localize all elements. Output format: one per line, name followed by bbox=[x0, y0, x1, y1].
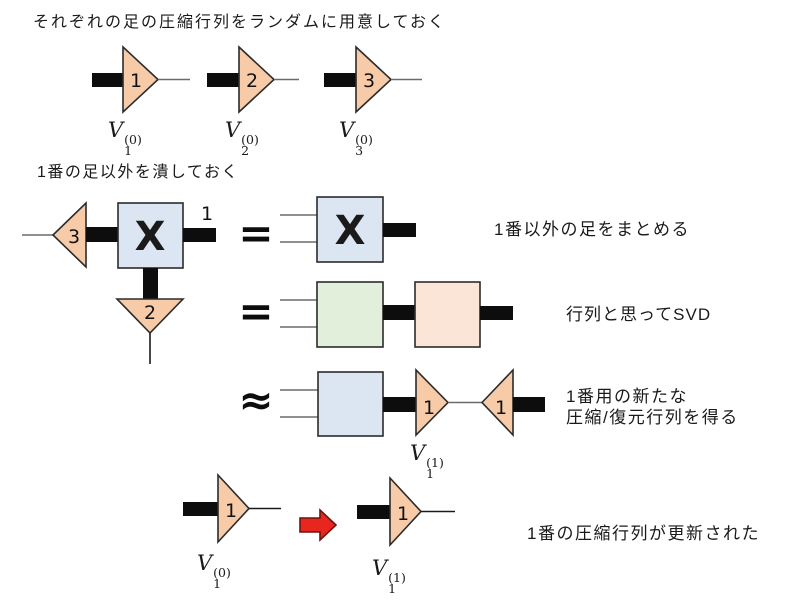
triangle-label-leg2: 2 bbox=[144, 302, 156, 324]
bottom-new-bar bbox=[357, 505, 390, 519]
step2-heading: 1番の足以外を潰しておく bbox=[37, 164, 239, 181]
svd-right-factor-square bbox=[414, 281, 481, 348]
svd-left-factor-square bbox=[316, 281, 384, 348]
open-leg-label-1: 1 bbox=[201, 203, 213, 225]
new-triangle-label-1b: 1 bbox=[495, 397, 507, 419]
math-label-v1-1-approx: V(1)1 bbox=[410, 441, 444, 481]
note-merge-legs: 1番以外の足をまとめる bbox=[494, 220, 690, 239]
note-new-line1: 1番用の新たな bbox=[566, 387, 688, 406]
math-label-v1-1-bottom: V(1)1 bbox=[372, 556, 406, 596]
svd-out-bar bbox=[480, 306, 513, 320]
thick-bond-left bbox=[86, 227, 118, 242]
math-label-v2-0: V(0)2 bbox=[225, 118, 259, 158]
note-svd: 行列と思ってSVD bbox=[566, 305, 712, 324]
updated-compression-triangle-v1-1 bbox=[389, 475, 423, 548]
approx-bond-bar-left bbox=[383, 397, 416, 412]
note-updated: 1番の圧縮行列が更新された bbox=[527, 524, 760, 543]
updated-triangle-label-1: 1 bbox=[397, 503, 409, 525]
update-arrow-icon bbox=[299, 508, 338, 542]
new-triangle-label-1a: 1 bbox=[423, 397, 435, 419]
compression-triangle-v1-0 bbox=[122, 45, 160, 114]
math-label-v1-0-bottom: V(0)1 bbox=[197, 551, 231, 591]
svd-bond-bar bbox=[383, 305, 415, 320]
approx-bond-bar-right bbox=[513, 397, 545, 412]
compression-triangle-v3-0 bbox=[355, 45, 393, 114]
triangle-label-1: 1 bbox=[130, 70, 142, 92]
bottom-old-bar bbox=[183, 502, 218, 516]
thick-leg1-bar bbox=[183, 228, 216, 242]
note-new-matrices: 1番用の新たな 圧縮/復元行列を得る bbox=[566, 386, 739, 428]
equals-sign-2: = bbox=[238, 287, 273, 336]
triangle-label-3: 3 bbox=[363, 70, 375, 92]
triangle-label-leg3: 3 bbox=[68, 226, 80, 248]
old-compression-triangle-v1-0 bbox=[217, 472, 251, 545]
old-triangle-label-1: 1 bbox=[225, 500, 237, 522]
compression-triangle-v2-0 bbox=[238, 45, 276, 114]
equals-sign-1: = bbox=[238, 209, 273, 258]
approx-core-square bbox=[317, 371, 384, 437]
slide-title: それぞれの足の圧縮行列をランダムに用意しておく bbox=[33, 14, 447, 31]
math-label-v3-0: V(0)3 bbox=[339, 118, 373, 158]
math-label-v1-0-top: V(0)1 bbox=[108, 118, 142, 158]
thick-leg-bar-v3 bbox=[324, 73, 356, 87]
new-compression-triangle-v1-1 bbox=[415, 368, 450, 437]
thick-leg-bar-v1 bbox=[92, 73, 123, 87]
tensor-x-label: X bbox=[135, 214, 166, 260]
tensor-x-label-merged: X bbox=[335, 208, 366, 254]
compression-triangle-leg2 bbox=[115, 298, 185, 335]
thick-leg1-bar-merged bbox=[383, 223, 416, 237]
note-new-line2: 圧縮/復元行列を得る bbox=[566, 408, 739, 427]
thick-bond-down bbox=[143, 268, 158, 299]
approx-sign: ≈ bbox=[238, 376, 273, 425]
thick-leg-bar-v2 bbox=[207, 73, 239, 87]
tensor-x-square-merged bbox=[316, 196, 384, 263]
triangle-label-2: 2 bbox=[246, 70, 258, 92]
